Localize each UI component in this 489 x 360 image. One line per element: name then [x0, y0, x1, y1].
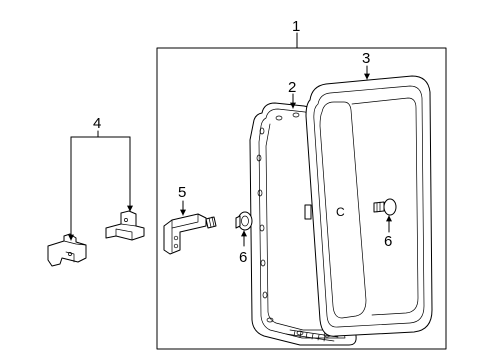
callout-5: 5	[178, 184, 186, 201]
callout-6-right: 6	[384, 233, 392, 250]
grommet-part	[235, 211, 253, 247]
callout-3: 3	[362, 50, 370, 67]
callout-4: 4	[93, 115, 101, 132]
latch-handle	[304, 204, 312, 220]
callout-1: 1	[292, 18, 300, 35]
glass-mark: C	[336, 205, 345, 219]
frame-clip-dots	[256, 112, 331, 338]
hinge-bracket-pair	[47, 130, 145, 267]
hinge-part	[163, 200, 217, 255]
callout-2: 2	[288, 79, 296, 96]
hinge-bracket-left	[47, 233, 87, 267]
hinge-bracket-right	[105, 210, 145, 241]
glass-panel-part: C	[304, 75, 433, 337]
assembly-box	[156, 32, 447, 350]
callout-6-left: 6	[239, 249, 247, 266]
screw-part	[373, 198, 397, 233]
